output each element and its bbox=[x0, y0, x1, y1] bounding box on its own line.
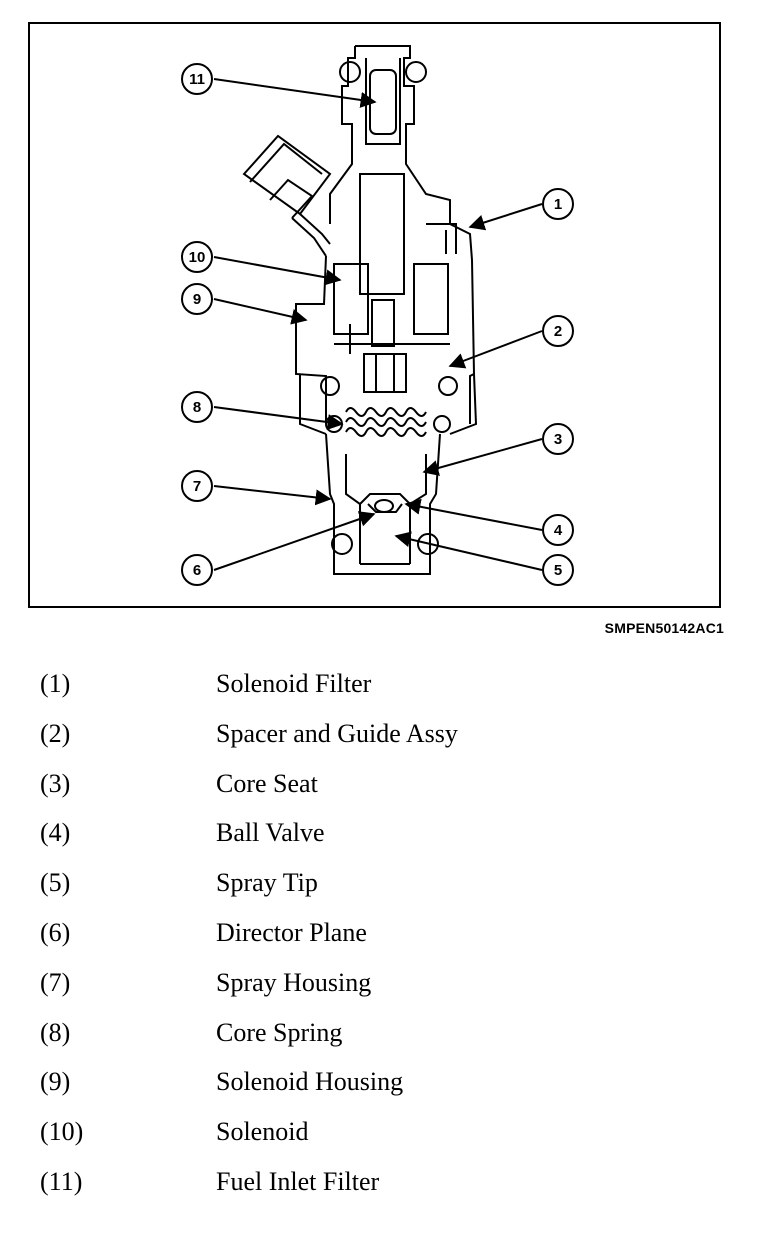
svg-text:5: 5 bbox=[554, 562, 562, 579]
legend-number: (4) bbox=[40, 818, 71, 848]
legend-part-name: Spacer and Guide Assy bbox=[216, 718, 458, 748]
figure-code: SMPEN50142AC1 bbox=[604, 620, 724, 636]
svg-text:3: 3 bbox=[554, 431, 562, 448]
callout-9: 9 bbox=[181, 283, 213, 315]
legend-number: (2) bbox=[40, 718, 71, 748]
callout-10: 10 bbox=[181, 241, 213, 273]
svg-text:2: 2 bbox=[554, 323, 562, 340]
legend-number: (3) bbox=[40, 768, 71, 798]
svg-text:11: 11 bbox=[189, 71, 205, 88]
legend-item: (1) Solenoid Filter bbox=[40, 664, 740, 714]
legend-number: (9) bbox=[40, 1067, 71, 1097]
legend-part-name: Core Spring bbox=[216, 1017, 343, 1047]
legend-item: (3) Core Seat bbox=[40, 764, 740, 814]
legend-number: (6) bbox=[40, 917, 71, 947]
legend-part-name: Fuel Inlet Filter bbox=[216, 1166, 380, 1196]
legend-part-name: Core Seat bbox=[216, 768, 318, 798]
legend-item: (2) Spacer and Guide Assy bbox=[40, 714, 740, 764]
legend-item: (5) Spray Tip bbox=[40, 863, 740, 913]
legend-part-name: Solenoid bbox=[216, 1117, 309, 1147]
callout-leaders bbox=[213, 78, 543, 571]
callout-1: 1 bbox=[542, 188, 574, 220]
legend-number: (1) bbox=[40, 669, 71, 698]
svg-text:7: 7 bbox=[193, 478, 201, 495]
svg-text:6: 6 bbox=[193, 562, 201, 579]
legend-number: (10) bbox=[40, 1117, 84, 1147]
callout-4: 4 bbox=[542, 514, 574, 546]
parts-legend: (1) Solenoid Filter (2) Spacer and Guide… bbox=[40, 664, 740, 1212]
callout-3: 3 bbox=[542, 423, 574, 455]
legend-item: (7) Spray Housing bbox=[40, 963, 740, 1013]
legend-part-name: Ball Valve bbox=[216, 818, 325, 848]
svg-text:1: 1 bbox=[554, 196, 562, 213]
legend-item: (8) Core Spring bbox=[40, 1013, 740, 1063]
injector-diagram: 11 1 10 9 2 8 bbox=[28, 22, 721, 608]
injector-drawing bbox=[242, 45, 478, 575]
legend-item: (11) Fuel Inlet Filter bbox=[40, 1162, 740, 1212]
callout-2: 2 bbox=[542, 315, 574, 347]
legend-item: (9) Solenoid Housing bbox=[40, 1062, 740, 1112]
svg-text:9: 9 bbox=[193, 291, 201, 308]
legend-item: (10) Solenoid bbox=[40, 1112, 740, 1162]
legend-number: (11) bbox=[40, 1166, 83, 1196]
injector-cross-section: 11 1 10 9 2 8 bbox=[181, 45, 574, 586]
svg-text:8: 8 bbox=[193, 399, 201, 416]
svg-text:4: 4 bbox=[554, 522, 563, 539]
legend-number: (5) bbox=[40, 868, 71, 898]
callout-6: 6 bbox=[181, 554, 213, 586]
callout-markers: 11 1 10 9 2 8 bbox=[181, 63, 574, 586]
legend-number: (7) bbox=[40, 967, 71, 997]
legend-number: (8) bbox=[40, 1017, 71, 1047]
legend-part-name: Director Plane bbox=[216, 917, 367, 947]
svg-text:10: 10 bbox=[189, 249, 206, 266]
legend-item: (4) Ball Valve bbox=[40, 813, 740, 863]
legend-part-name: Spray Housing bbox=[216, 967, 372, 997]
callout-7: 7 bbox=[181, 470, 213, 502]
legend-part-name: Solenoid Filter bbox=[216, 669, 372, 698]
callout-11: 11 bbox=[181, 63, 213, 95]
legend-item: (6) Director Plane bbox=[40, 913, 740, 963]
callout-8: 8 bbox=[181, 391, 213, 423]
legend-part-name: Spray Tip bbox=[216, 868, 318, 898]
legend-part-name: Solenoid Housing bbox=[216, 1067, 404, 1097]
callout-5: 5 bbox=[542, 554, 574, 586]
